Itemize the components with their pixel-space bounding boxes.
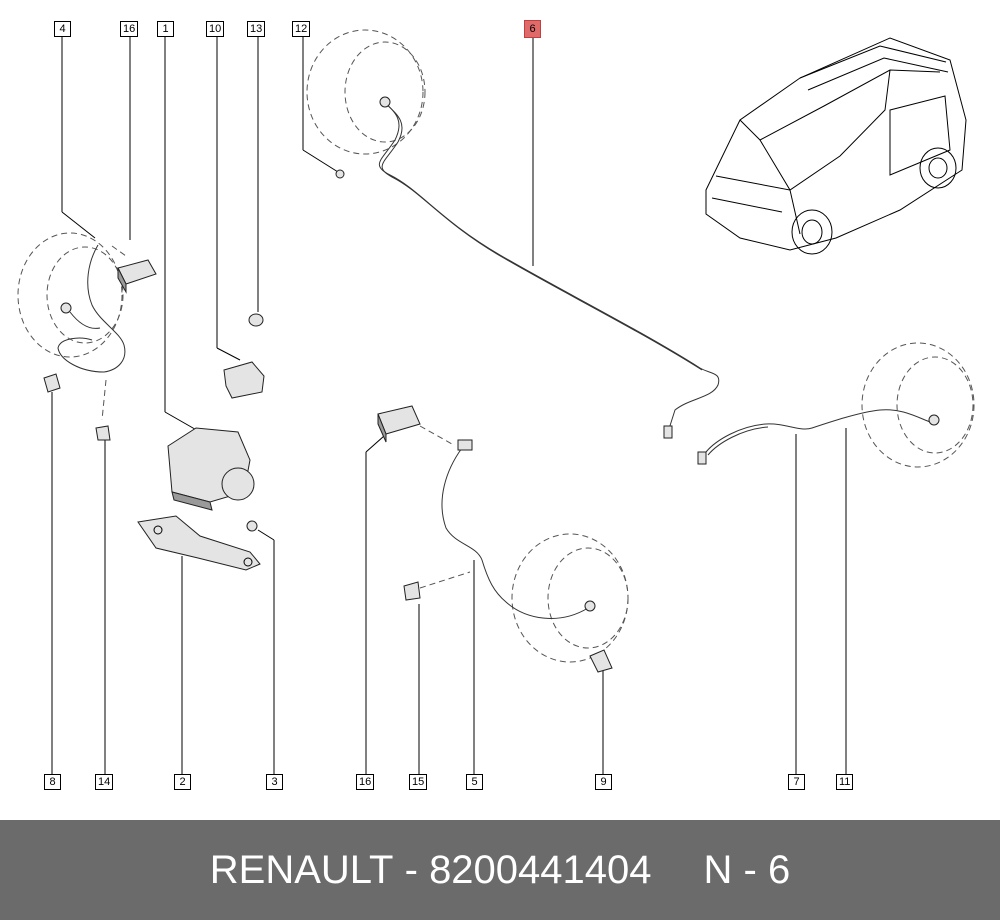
assembly-arrows xyxy=(101,245,471,589)
callout-10[interactable]: 10 xyxy=(206,21,225,37)
callout-16-top[interactable]: 16 xyxy=(120,21,139,37)
callout-12[interactable]: 12 xyxy=(292,21,311,37)
components xyxy=(43,96,940,673)
footer-dash-1: - xyxy=(404,847,418,892)
callout-3[interactable]: 3 xyxy=(266,774,283,790)
callout-15[interactable]: 15 xyxy=(409,774,428,790)
callout-1[interactable]: 1 xyxy=(157,21,174,37)
callout-13[interactable]: 13 xyxy=(247,21,266,37)
callout-11[interactable]: 11 xyxy=(836,774,854,790)
position-label: N xyxy=(703,847,733,892)
callout-2[interactable]: 2 xyxy=(174,774,191,790)
callout-6-highlighted[interactable]: 6 xyxy=(524,20,541,38)
leader-lines xyxy=(51,36,847,774)
part-number: 8200441404 xyxy=(429,847,652,892)
callout-14[interactable]: 14 xyxy=(95,774,114,790)
wheel-outlines xyxy=(17,29,975,663)
callout-9[interactable]: 9 xyxy=(595,774,612,790)
sensor-cables xyxy=(57,99,931,619)
footer-dash-2: - xyxy=(743,847,757,892)
vehicle-illustration xyxy=(705,37,967,255)
position-number: 6 xyxy=(768,847,791,892)
abs-wiring-diagram xyxy=(17,29,975,774)
callout-5[interactable]: 5 xyxy=(466,774,483,790)
callout-4[interactable]: 4 xyxy=(54,21,71,37)
callout-8[interactable]: 8 xyxy=(44,774,61,790)
callout-16-bottom[interactable]: 16 xyxy=(356,774,375,790)
part-info-footer: RENAULT - 8200441404 N - 6 xyxy=(0,820,1000,920)
callout-7[interactable]: 7 xyxy=(788,774,805,790)
brand-name: RENAULT xyxy=(209,847,394,892)
